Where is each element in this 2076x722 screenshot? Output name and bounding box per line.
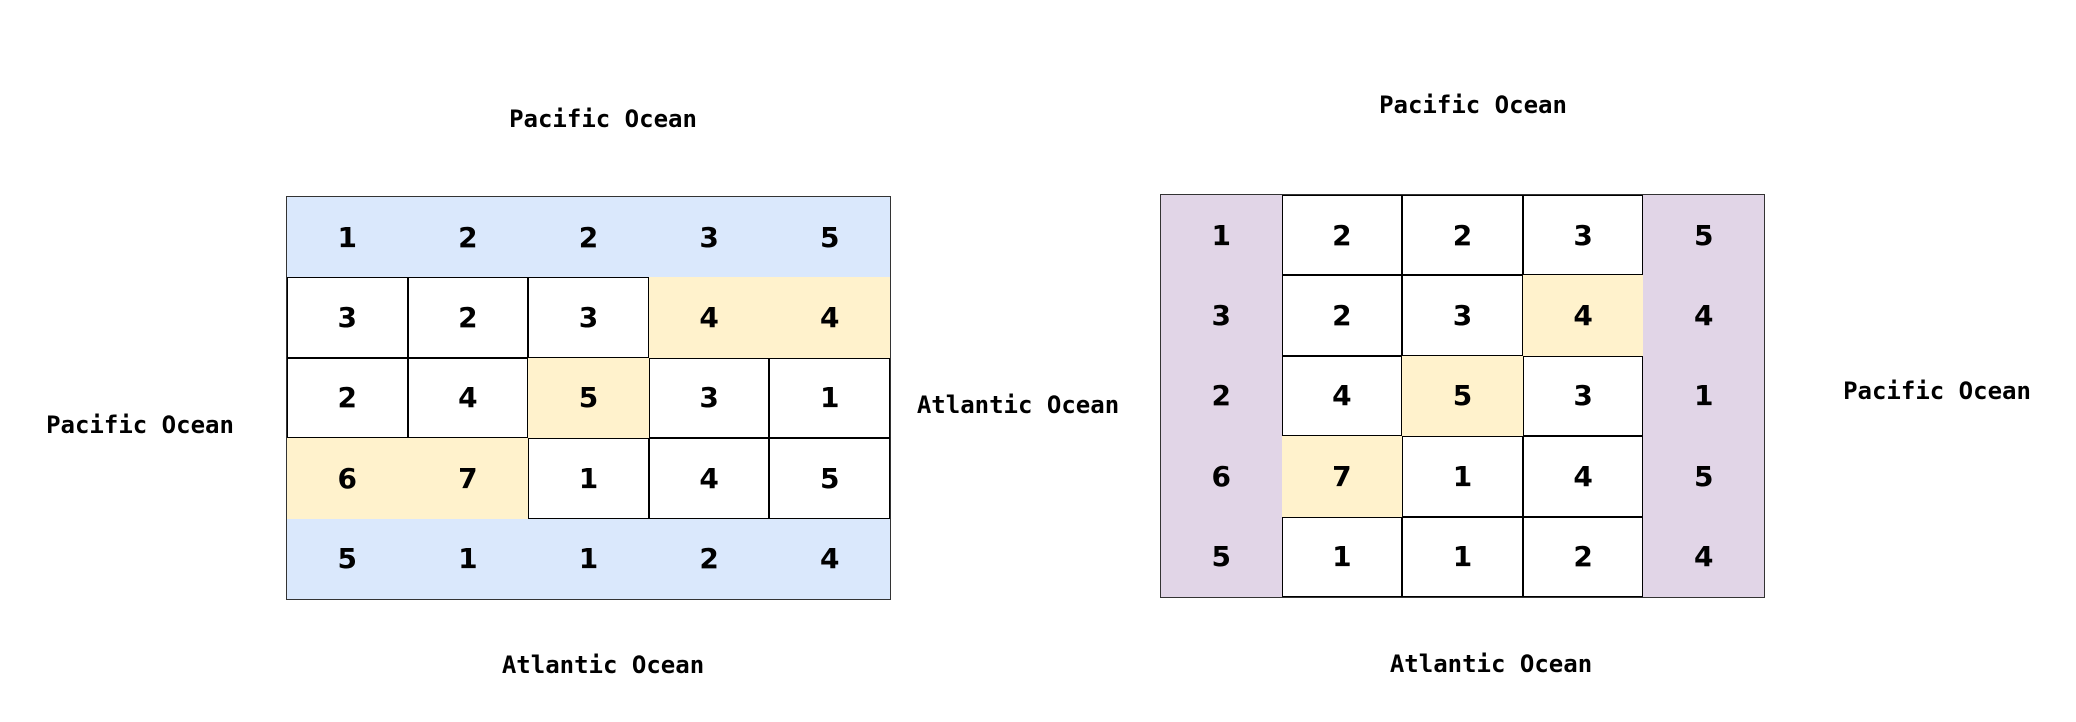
grid-cell: 1 [1643, 355, 1764, 437]
grid-cell: 5 [528, 357, 649, 439]
grid-cell: 5 [287, 518, 408, 599]
grid-cell: 2 [287, 357, 408, 439]
right-map-bottom-label: Atlantic Ocean [1389, 650, 1593, 678]
grid-cell: 7 [407, 438, 529, 519]
grid-cell: 3 [1522, 195, 1644, 276]
grid-cell: 7 [1281, 436, 1403, 517]
left-map-top-label: Pacific Ocean [509, 105, 697, 133]
grid-cell: 5 [769, 438, 890, 519]
grid-cell: 2 [1281, 195, 1403, 276]
grid-cell: 4 [1522, 436, 1644, 517]
grid-cell: 6 [1161, 436, 1282, 517]
grid-cell: 1 [528, 438, 649, 519]
grid-cell: 5 [1643, 195, 1764, 276]
grid-cell: 2 [528, 197, 649, 278]
grid-cell: 1 [1402, 516, 1523, 597]
grid-cell: 1 [769, 357, 890, 439]
grid-cell: 1 [1402, 436, 1523, 517]
grid-cell: 3 [1402, 275, 1523, 356]
right-map-top-label: Pacific Ocean [1379, 91, 1567, 119]
grid-cell: 2 [407, 197, 529, 278]
grid-cell: 2 [407, 277, 529, 358]
left-map-right-label: Atlantic Ocean [916, 391, 1120, 419]
grid-cell: 5 [769, 197, 890, 278]
grid-cell: 6 [287, 438, 408, 519]
grid-cell: 4 [407, 357, 529, 439]
grid-cell: 4 [1281, 355, 1403, 437]
grid-cell: 1 [1281, 516, 1403, 597]
grid-cell: 4 [1643, 275, 1764, 356]
grid-cell: 3 [528, 277, 649, 358]
grid-cell: 3 [287, 277, 408, 358]
grid-cell: 3 [648, 197, 770, 278]
grid-cell: 2 [648, 518, 770, 599]
grid-cell: 5 [1402, 355, 1523, 437]
right-map-right-label: Pacific Ocean [1843, 377, 2031, 405]
grid-cell: 3 [1161, 275, 1282, 356]
grid-cell: 1 [407, 518, 529, 599]
grid-cell: 3 [1522, 355, 1644, 437]
grid-cell: 4 [1522, 275, 1644, 356]
grid-cell: 4 [769, 277, 890, 358]
grid-cell: 2 [1281, 275, 1403, 356]
grid-cell: 2 [1402, 195, 1523, 276]
grid-cell: 3 [648, 357, 770, 439]
grid-cell: 1 [1161, 195, 1282, 276]
grid-cell: 4 [648, 438, 770, 519]
left-map-left-label: Pacific Ocean [46, 411, 234, 439]
grid-cell: 1 [528, 518, 649, 599]
left-map-bottom-label: Atlantic Ocean [501, 651, 705, 679]
grid-cell: 2 [1161, 355, 1282, 437]
grid-cell: 2 [1522, 516, 1644, 597]
grid-cell: 4 [769, 518, 890, 599]
grid-cell: 4 [648, 277, 770, 358]
grid-cell: 1 [287, 197, 408, 278]
grid-cell: 4 [1643, 516, 1764, 597]
grid-cell: 5 [1161, 516, 1282, 597]
grid-cell: 5 [1643, 436, 1764, 517]
